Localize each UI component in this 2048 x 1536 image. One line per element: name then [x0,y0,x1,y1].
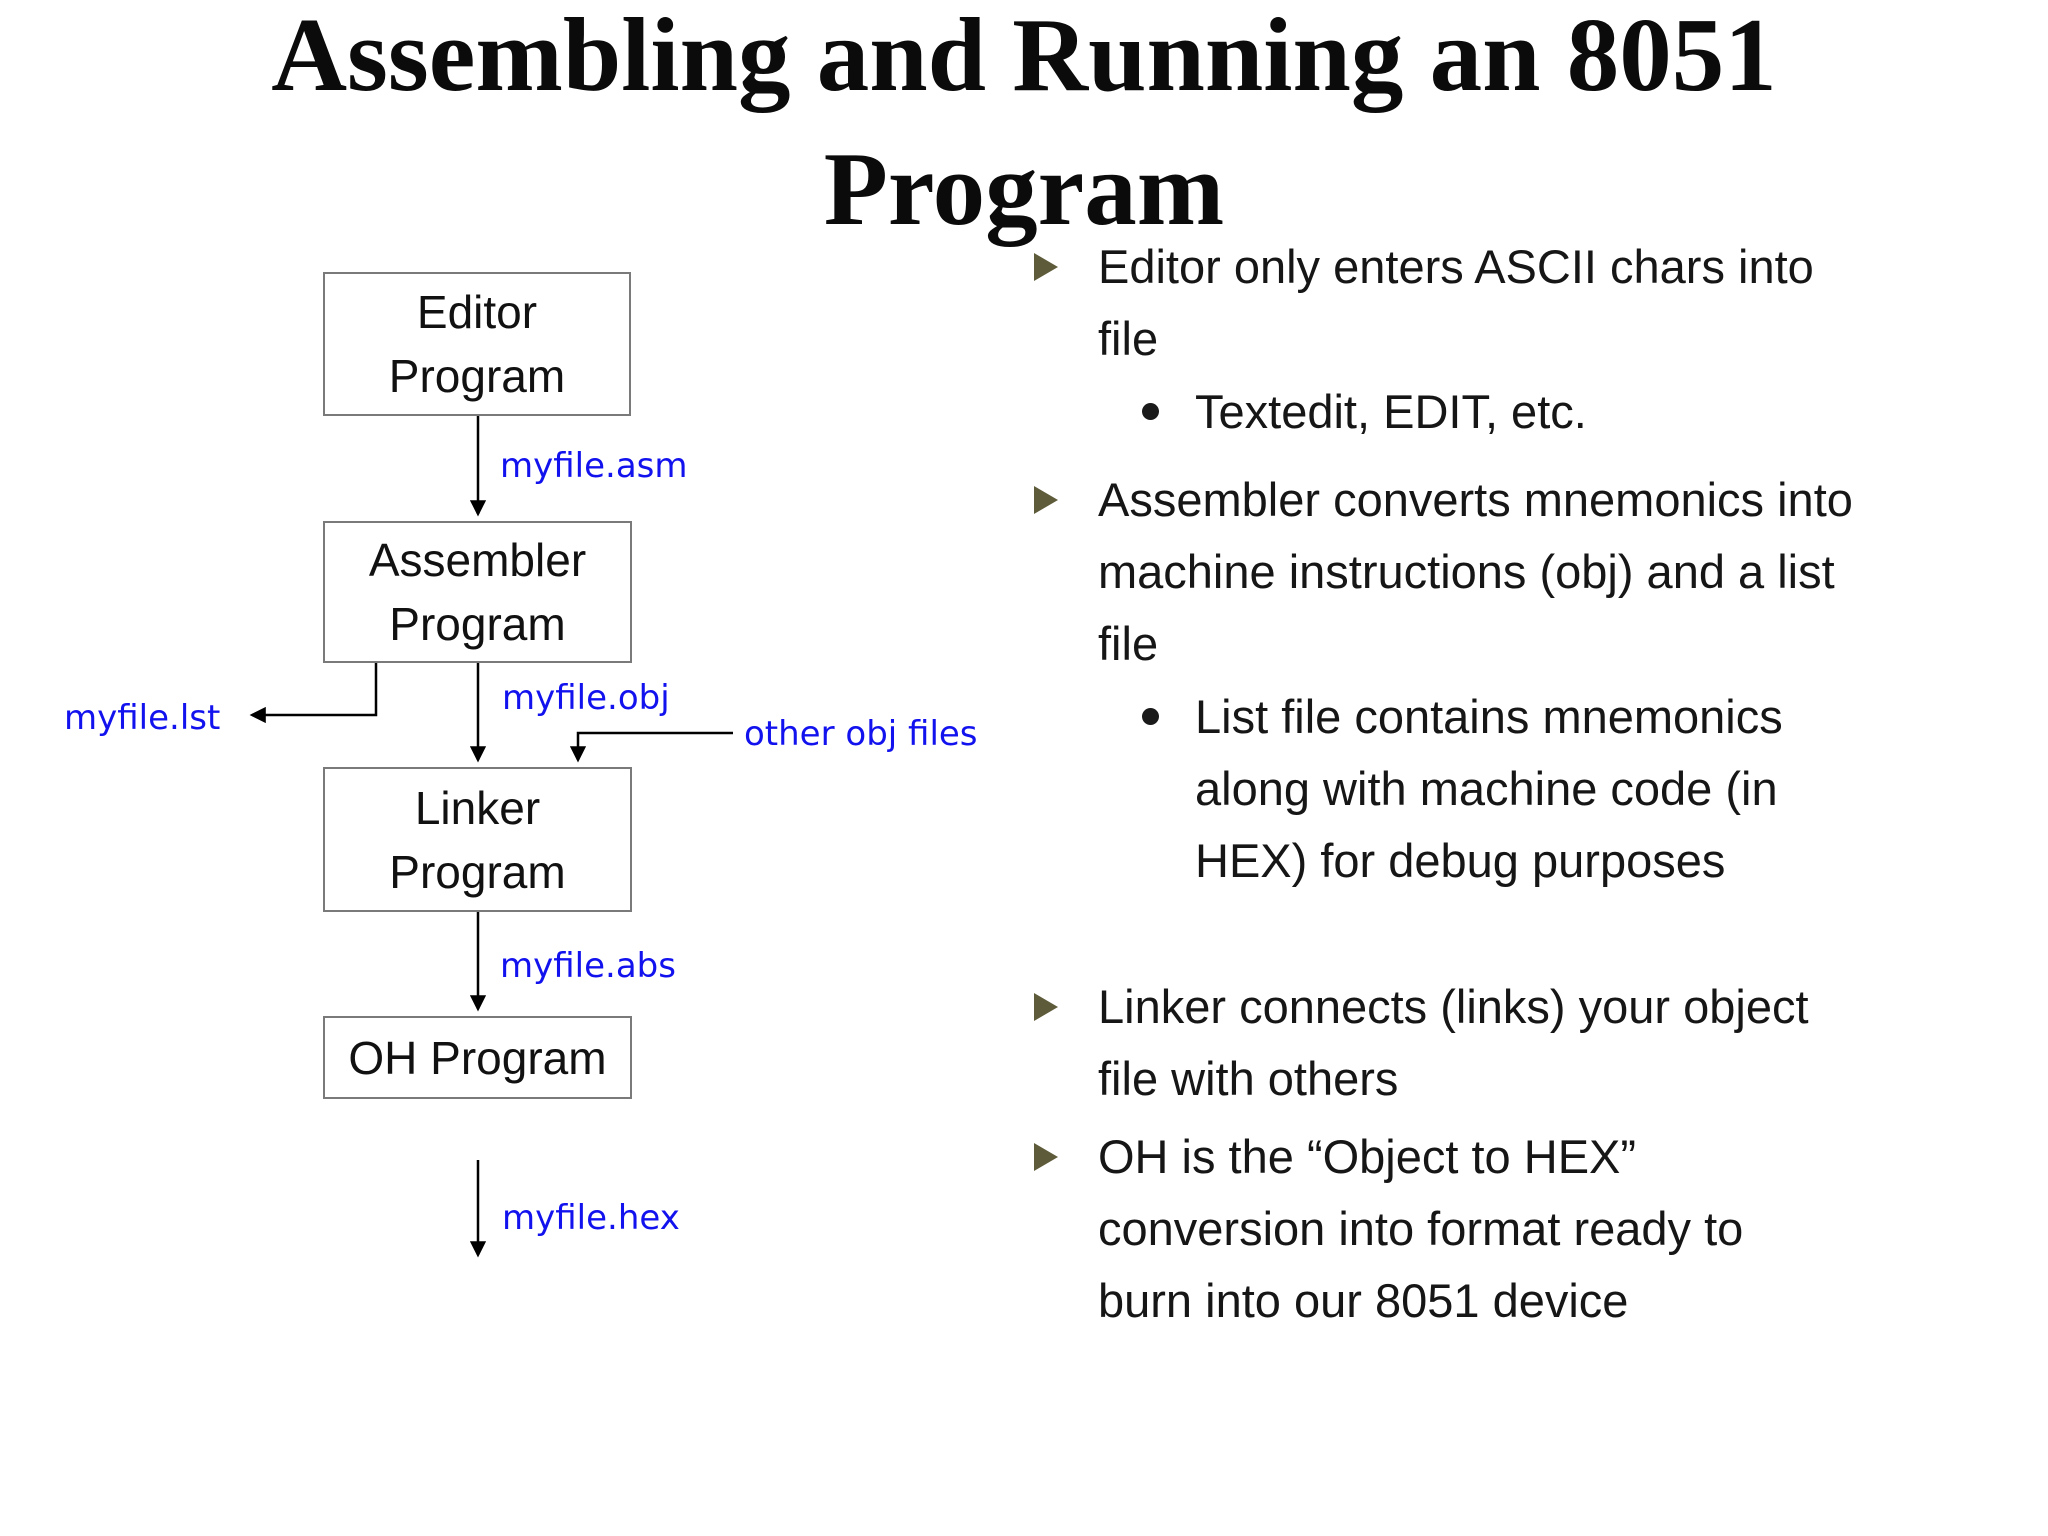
bullet-item-oh: OH is the “Object to HEX” conversion int… [1030,1121,1950,1337]
flowchart-box-assembler-label: Assembler Program [368,534,587,650]
flowchart-box-linker: Linker Program [323,767,632,912]
flowchart-box-oh: OH Program [323,1016,632,1099]
bullet-triangle-icon [1034,993,1058,1021]
flowchart-box-assembler: Assembler Program [323,521,632,663]
bullet-item-textedit: Textedit, EDIT, etc. [1030,376,1950,448]
arrow-assembler-to-lst [249,663,378,724]
bullet-dot-icon [1142,708,1159,725]
bullet-item-assembler: Assembler converts mnemonics into machin… [1030,464,1950,680]
bullet-text: OH is the “Object to HEX” conversion int… [1098,1130,1744,1327]
flowchart-box-editor-label: Editor Program [388,286,566,402]
slide-title: Assembling and Running an 8051 Program [0,0,2048,256]
flowchart-box-oh-label: OH Program [348,1031,607,1084]
arrow-other-obj-to-linker [569,731,733,763]
file-label-myfile-hex: myfile.hex [502,1198,680,1238]
bullet-item-list-file: List file contains mnemonics along with … [1030,681,1950,897]
file-label-other-obj-files: other obj files [744,714,978,754]
bullet-triangle-icon [1034,1143,1058,1171]
slide-title-line1: Assembling and Running an 8051 [271,0,1777,113]
bullet-dot-icon [1142,403,1159,420]
bullet-item-editor: Editor only enters ASCII chars into file [1030,231,1950,375]
bullet-text: Linker connects (links) your object file… [1098,980,1809,1105]
flowchart-box-linker-label: Linker Program [389,781,566,898]
bullet-text: Textedit, EDIT, etc. [1195,385,1587,438]
file-label-myfile-obj: myfile.obj [502,678,670,718]
bullet-text: Assembler converts mnemonics into machin… [1098,473,1853,670]
file-label-myfile-lst: myfile.lst [64,698,221,738]
bullet-text: List file contains mnemonics along with … [1195,690,1783,887]
slide-title-line2: Program [823,130,1225,247]
bullet-triangle-icon [1034,253,1058,281]
bullet-item-linker: Linker connects (links) your object file… [1030,971,1950,1115]
bullet-text: Editor only enters ASCII chars into file [1098,240,1814,365]
flowchart-box-editor: Editor Program [323,272,631,416]
bullet-triangle-icon [1034,486,1058,514]
file-label-myfile-asm: myfile.asm [500,446,688,486]
file-label-myfile-abs: myfile.abs [500,946,676,986]
